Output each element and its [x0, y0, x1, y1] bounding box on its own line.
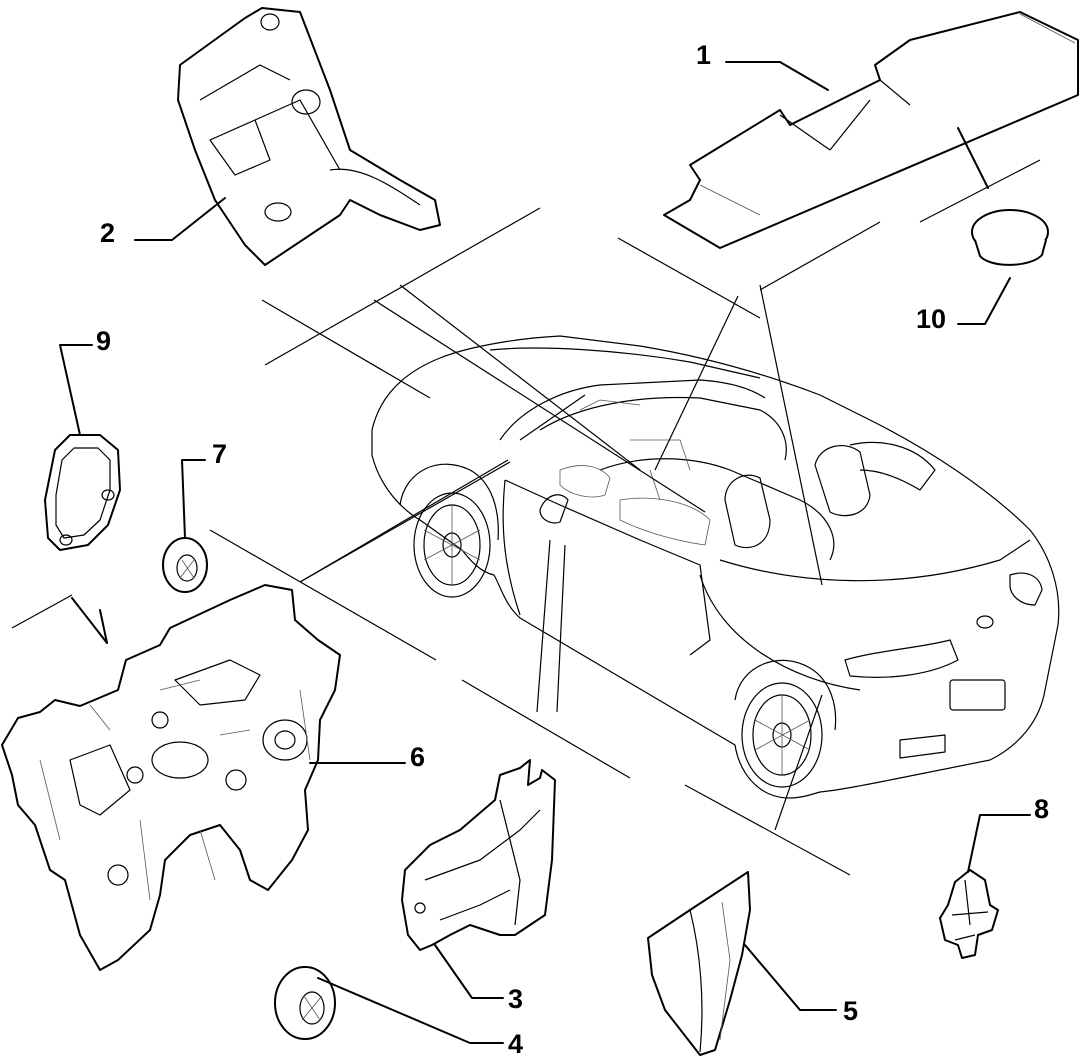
leader-lines [299, 284, 823, 831]
leader-7 [181, 459, 206, 539]
part-2-tunnel-insulation [177, 7, 441, 266]
leader-8 [967, 814, 1031, 873]
leader-3 [434, 944, 504, 999]
part-1-carpet [663, 11, 1079, 249]
callout-5: 5 [843, 996, 858, 1026]
callout-4: 4 [508, 1029, 523, 1058]
callout-2: 2 [100, 218, 115, 248]
callout-1: 1 [696, 40, 711, 70]
leader-2 [134, 197, 226, 241]
part-8-clip [939, 869, 999, 959]
part-6-leader-b [99, 609, 108, 644]
callout-leaders [59, 61, 1031, 1044]
leader-9 [59, 344, 93, 436]
part-9-gasket [44, 434, 121, 551]
part-5-arch-liner [647, 871, 751, 1056]
callout-3: 3 [508, 984, 523, 1014]
part-6-bulkhead-insulation [1, 584, 341, 971]
part-4-grommet [274, 966, 336, 1040]
callout-8: 8 [1034, 794, 1049, 824]
leader-1-b [957, 127, 989, 189]
callout-6: 6 [410, 742, 425, 772]
callout-10: 10 [916, 304, 946, 334]
leader-4 [317, 977, 504, 1044]
car-illustration [371, 335, 1060, 799]
callout-labels: 1 2 3 4 5 6 7 8 9 10 [96, 40, 1049, 1058]
callout-7: 7 [212, 439, 227, 469]
part-3-side-panel [401, 759, 556, 951]
leader-10 [957, 277, 1011, 325]
part-6-leader-a [71, 597, 108, 644]
part-10-cap [971, 209, 1049, 266]
part-7-plug [162, 537, 208, 593]
leader-1 [725, 61, 829, 91]
leader-5 [744, 944, 837, 1011]
section-divider-lines [11, 159, 1041, 876]
callout-9: 9 [96, 326, 111, 356]
